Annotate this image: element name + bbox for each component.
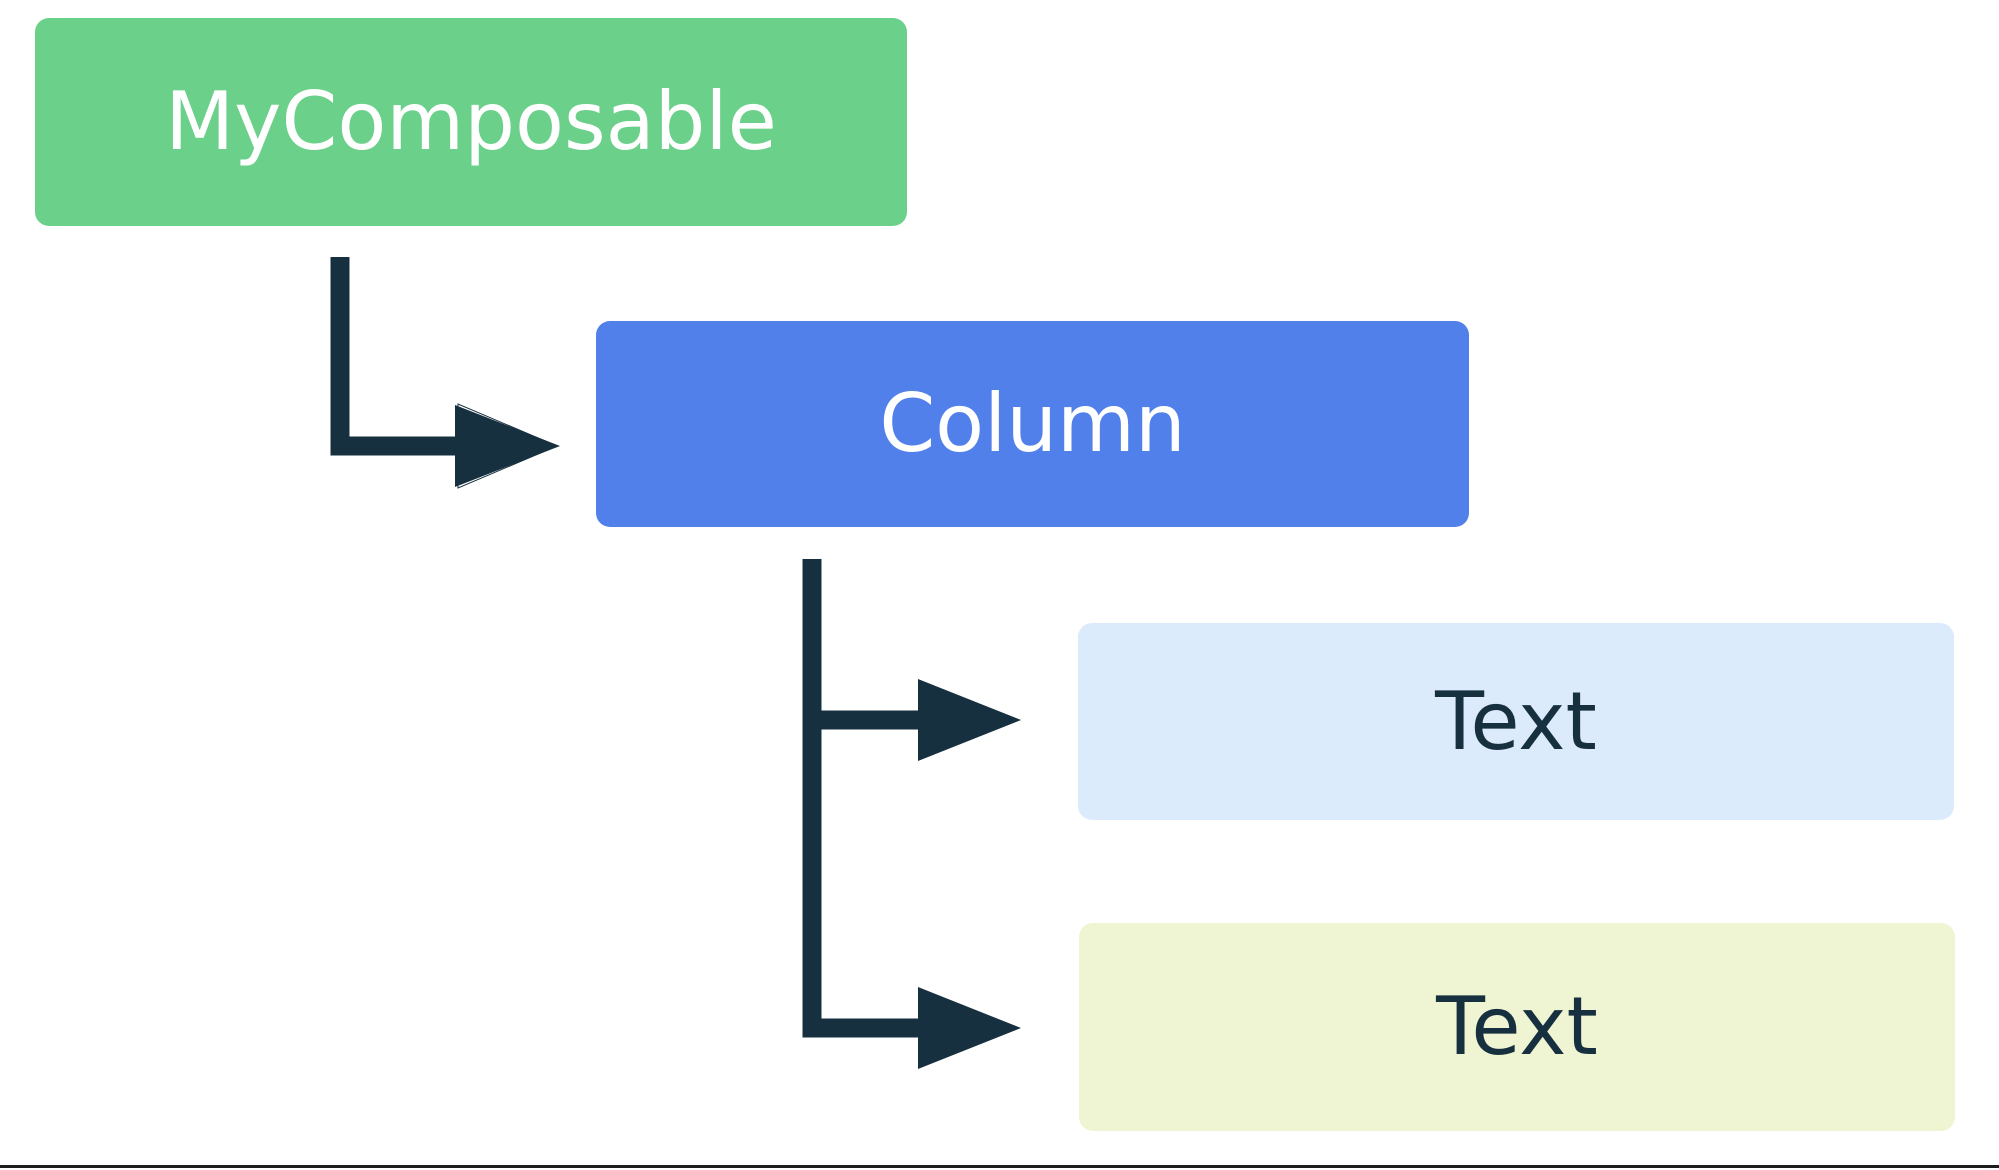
edge-column-to-text-1 [802,559,1021,761]
node-text-second[interactable]: Text [1079,923,1955,1131]
node-my-composable-label: MyComposable [165,75,777,168]
node-column[interactable]: Column [596,321,1469,527]
node-text-second-label: Text [1436,980,1598,1073]
edge-column-to-text-2 [802,559,1021,1069]
node-column-label: Column [879,377,1186,470]
node-my-composable[interactable]: MyComposable [35,18,907,226]
bottom-divider [0,1165,1999,1168]
node-text-first-label: Text [1435,674,1597,768]
node-text-first[interactable]: Text [1078,623,1954,820]
edge-root-to-column [330,257,560,489]
